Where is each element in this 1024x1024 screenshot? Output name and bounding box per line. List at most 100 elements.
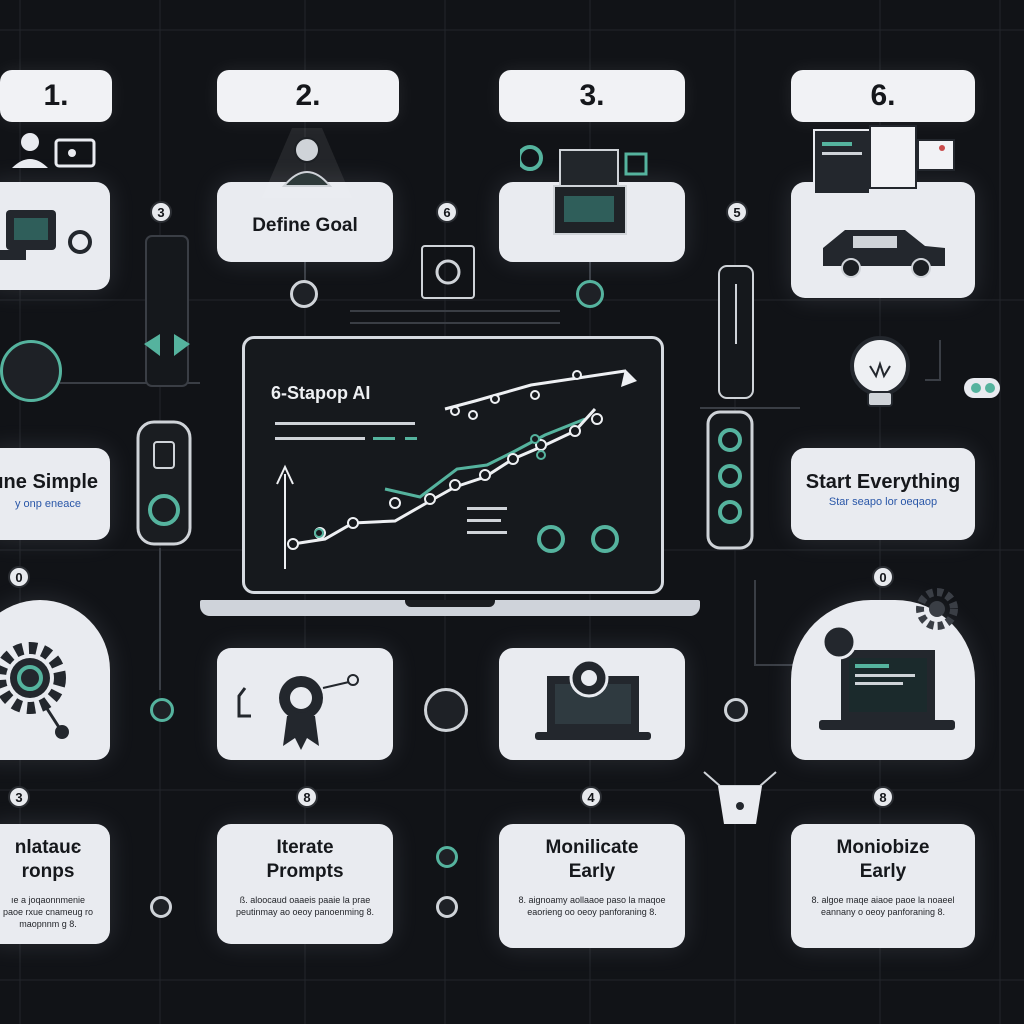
laptop-notch — [405, 600, 495, 607]
card-step-6[interactable] — [791, 182, 975, 298]
card-nlatauє-ronps[interactable]: nlatauє ronps ıe a joqaonnmenie paoe rxu… — [0, 824, 110, 944]
control-panel-icon — [706, 410, 754, 550]
chart-point — [450, 406, 460, 416]
chart-point — [530, 390, 540, 400]
connector-node[interactable] — [424, 688, 468, 732]
step-badge[interactable]: 5 — [726, 201, 748, 223]
machine-icon — [520, 145, 648, 235]
card-title: ıne Simple — [0, 471, 99, 493]
trend-line-upper — [384, 417, 586, 499]
card-moniobize-early[interactable]: Moniobize Early 8. algoe maqe aiaoe paoe… — [791, 824, 975, 948]
connector-node[interactable] — [150, 896, 172, 918]
chart-point — [490, 394, 500, 404]
chart-point — [569, 425, 581, 437]
chart-point — [424, 493, 436, 505]
document-window-icon — [813, 125, 955, 195]
card-title: Monilicate Early — [545, 837, 639, 882]
chart-point — [449, 479, 461, 491]
user-at-desk-icon — [0, 210, 92, 260]
camera-box-icon — [421, 245, 475, 299]
step-badge[interactable]: 8 — [872, 786, 894, 808]
step-badge[interactable]: 0 — [872, 566, 894, 588]
step-badge[interactable]: 0 — [8, 566, 30, 588]
screen-text-line — [373, 437, 395, 440]
screen-title: 6-Stapop AI — [271, 383, 371, 403]
connector-node[interactable] — [724, 698, 748, 722]
card-monilicate-early[interactable]: Monilicate Early 8. aignoamy aollaaoe pa… — [499, 824, 685, 948]
lightbulb-icon — [850, 336, 910, 407]
chart-point — [479, 469, 491, 481]
ribbon-award-icon — [237, 674, 359, 750]
laptop-base — [200, 600, 700, 616]
slider-device-icon — [718, 265, 754, 399]
ai-chip-icon — [703, 771, 777, 824]
small-gear-icon — [916, 588, 958, 630]
card-subtitle: Star seapo lor oeqaop — [828, 496, 938, 508]
pillar-icon — [144, 235, 190, 387]
laptop-code-icon — [819, 624, 955, 730]
card-ribbon[interactable] — [217, 648, 393, 760]
chart-badge — [591, 525, 619, 553]
card-gear[interactable] — [0, 600, 110, 760]
toggle-icon[interactable] — [962, 376, 1002, 400]
chart-point — [314, 528, 324, 538]
screen-text-line — [275, 422, 415, 425]
step-number: 2. — [295, 79, 321, 112]
screen-text-line — [467, 519, 501, 522]
step-badge[interactable]: 4 — [580, 786, 602, 808]
chart-point — [389, 497, 401, 509]
y-axis-arrowhead — [276, 464, 294, 485]
card-body: ß. aloocaud oaaeis paaie la prae peutinm… — [235, 895, 375, 917]
connector-node[interactable] — [436, 846, 458, 868]
trend-chart-icon — [275, 369, 637, 569]
presenter-icon — [262, 128, 352, 198]
laptop-screen: 6-Stapop AI — [242, 336, 664, 594]
card-title: Start Everything — [805, 471, 961, 493]
chart-point — [536, 450, 546, 460]
user-icon — [12, 133, 96, 168]
card-start-everything[interactable]: Start Everything Star seapo lor oeqaop — [791, 448, 975, 540]
step-badge[interactable]: 3 — [8, 786, 30, 808]
card-define-goal[interactable]: Define Goal — [217, 182, 393, 262]
connector-node[interactable] — [150, 698, 174, 722]
step-tab-6[interactable]: 6. — [791, 70, 975, 122]
screen-text-line — [467, 531, 507, 534]
step-tab-2[interactable]: 2. — [217, 70, 399, 122]
step-badge[interactable]: 3 — [150, 201, 172, 223]
chart-point — [468, 410, 478, 420]
card-title: Moniobize Early — [836, 837, 930, 882]
card-title: nlatauє ronps — [14, 837, 82, 882]
screen-text-line — [405, 437, 417, 440]
connector-node[interactable] — [436, 896, 458, 918]
card-iterate-prompts[interactable]: Iterate Prompts ß. aloocaud oaaeis paaie… — [217, 824, 393, 944]
chart-point — [287, 538, 299, 550]
chart-badge — [537, 525, 565, 553]
card-title: Define Goal — [252, 215, 358, 236]
card-laptop-camera[interactable] — [499, 648, 685, 760]
trend-arrowhead — [621, 369, 637, 387]
card-subtitle: y onp eneace — [14, 498, 82, 510]
step-badge[interactable]: 8 — [296, 786, 318, 808]
card-simple[interactable]: ıne Simple y onp eneace — [0, 448, 110, 540]
card-body: 8. aignoamy aollaaoe paso la maqoe eaori… — [518, 895, 666, 917]
phone-device-icon — [136, 420, 192, 546]
chart-point — [591, 413, 603, 425]
step-tab-1[interactable]: 1. — [0, 70, 112, 122]
trend-line-main — [292, 407, 597, 546]
chart-point — [507, 453, 519, 465]
chart-point — [347, 517, 359, 529]
gear-icon — [0, 642, 69, 739]
step-tab-3[interactable]: 3. — [499, 70, 685, 122]
step-number: 6. — [870, 79, 896, 112]
chart-point — [530, 434, 540, 444]
card-step-1[interactable] — [0, 182, 110, 290]
car-icon — [823, 230, 945, 278]
connector-node[interactable] — [290, 280, 318, 308]
laptop: 6-Stapop AI — [200, 336, 700, 626]
connector-node[interactable] — [0, 340, 62, 402]
step-badge[interactable]: 6 — [436, 201, 458, 223]
card-laptop-code[interactable] — [791, 600, 975, 760]
card-body: 8. algoe maqe aiaoe paoe la noaeel eanna… — [811, 895, 955, 917]
connector-node[interactable] — [576, 280, 604, 308]
card-body: ıe a joqaonnmenie paoe rxue cnameug ro m… — [2, 895, 94, 929]
